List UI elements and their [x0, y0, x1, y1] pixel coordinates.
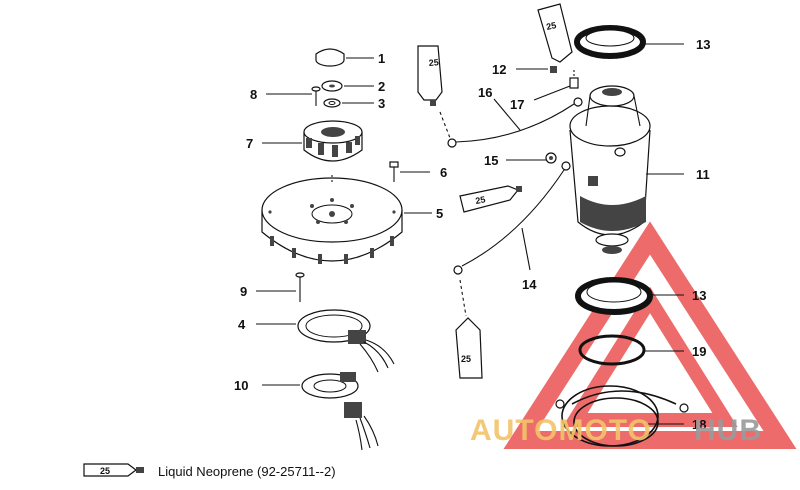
- watermark-triangle: [503, 221, 797, 449]
- watermark-text: AUTOMOTO HUB: [470, 414, 762, 447]
- callout-19: 19: [692, 344, 706, 359]
- callout-18: 18: [692, 417, 706, 432]
- tube-bottom-label: 25: [461, 354, 471, 364]
- callout-9: 9: [240, 284, 247, 299]
- callout-14: 14: [522, 277, 537, 292]
- callout-6: 6: [440, 165, 447, 180]
- leader-lines: [256, 43, 684, 425]
- tube-top: 25: [417, 45, 443, 106]
- callout-10: 10: [234, 378, 248, 393]
- part-oring-19: [578, 334, 646, 366]
- legend: 25 Liquid Neoprene (92-25711--2): [83, 463, 336, 479]
- part-trigger: [301, 372, 379, 451]
- part-terminal-17: [569, 70, 579, 89]
- tube-middle-label: 25: [475, 194, 487, 206]
- watermark-left: AUTOMOTO: [470, 414, 652, 447]
- part-cable-18: [555, 385, 689, 447]
- callout-16: 16: [478, 85, 492, 100]
- callout-15: 15: [484, 153, 498, 168]
- part-starter-motor: [569, 85, 651, 254]
- callout-13-bottom: 13: [692, 288, 706, 303]
- part-hub: [303, 120, 363, 162]
- part-flywheel: [261, 175, 403, 264]
- callout-2: 2: [378, 79, 385, 94]
- tube-top-right-label: 25: [545, 20, 557, 32]
- callout-4: 4: [238, 317, 246, 332]
- callout-12: 12: [492, 62, 506, 77]
- callout-5: 5: [436, 206, 443, 221]
- part-ring-13-bottom: [575, 277, 653, 315]
- part-ring-13-top: [574, 25, 646, 59]
- callout-13-top: 13: [696, 37, 710, 52]
- part-nut: [321, 80, 343, 92]
- callout-11: 11: [696, 167, 710, 182]
- callout-labels: 1 2 3 4 5 6 7 8 9 10 11 12 13 13 14 15 1…: [234, 37, 710, 432]
- tube-top-right: 25: [537, 3, 573, 63]
- part-cable-16: [439, 97, 583, 148]
- part-bolt-9: [295, 272, 305, 302]
- part-bolt-6: [389, 161, 399, 182]
- part-nut-15: [545, 152, 557, 164]
- part-stator: [297, 309, 395, 373]
- tube-top-label: 25: [428, 57, 439, 68]
- watermark-right: HUB: [694, 414, 762, 447]
- legend-text: Liquid Neoprene (92-25711--2): [158, 464, 336, 479]
- callout-1: 1: [378, 51, 385, 66]
- tube-middle: 25: [459, 185, 522, 213]
- part-screw-8: [311, 86, 321, 106]
- tube-bottom: 25: [455, 317, 483, 379]
- legend-tube-label: 25: [100, 466, 110, 476]
- callout-8: 8: [250, 87, 257, 102]
- part-cable-14: [453, 161, 571, 317]
- callout-3: 3: [378, 96, 385, 111]
- part-nut-12: [550, 66, 557, 73]
- callout-7: 7: [246, 136, 253, 151]
- part-cap: [315, 48, 345, 67]
- callout-17: 17: [510, 97, 524, 112]
- part-washer: [323, 98, 341, 108]
